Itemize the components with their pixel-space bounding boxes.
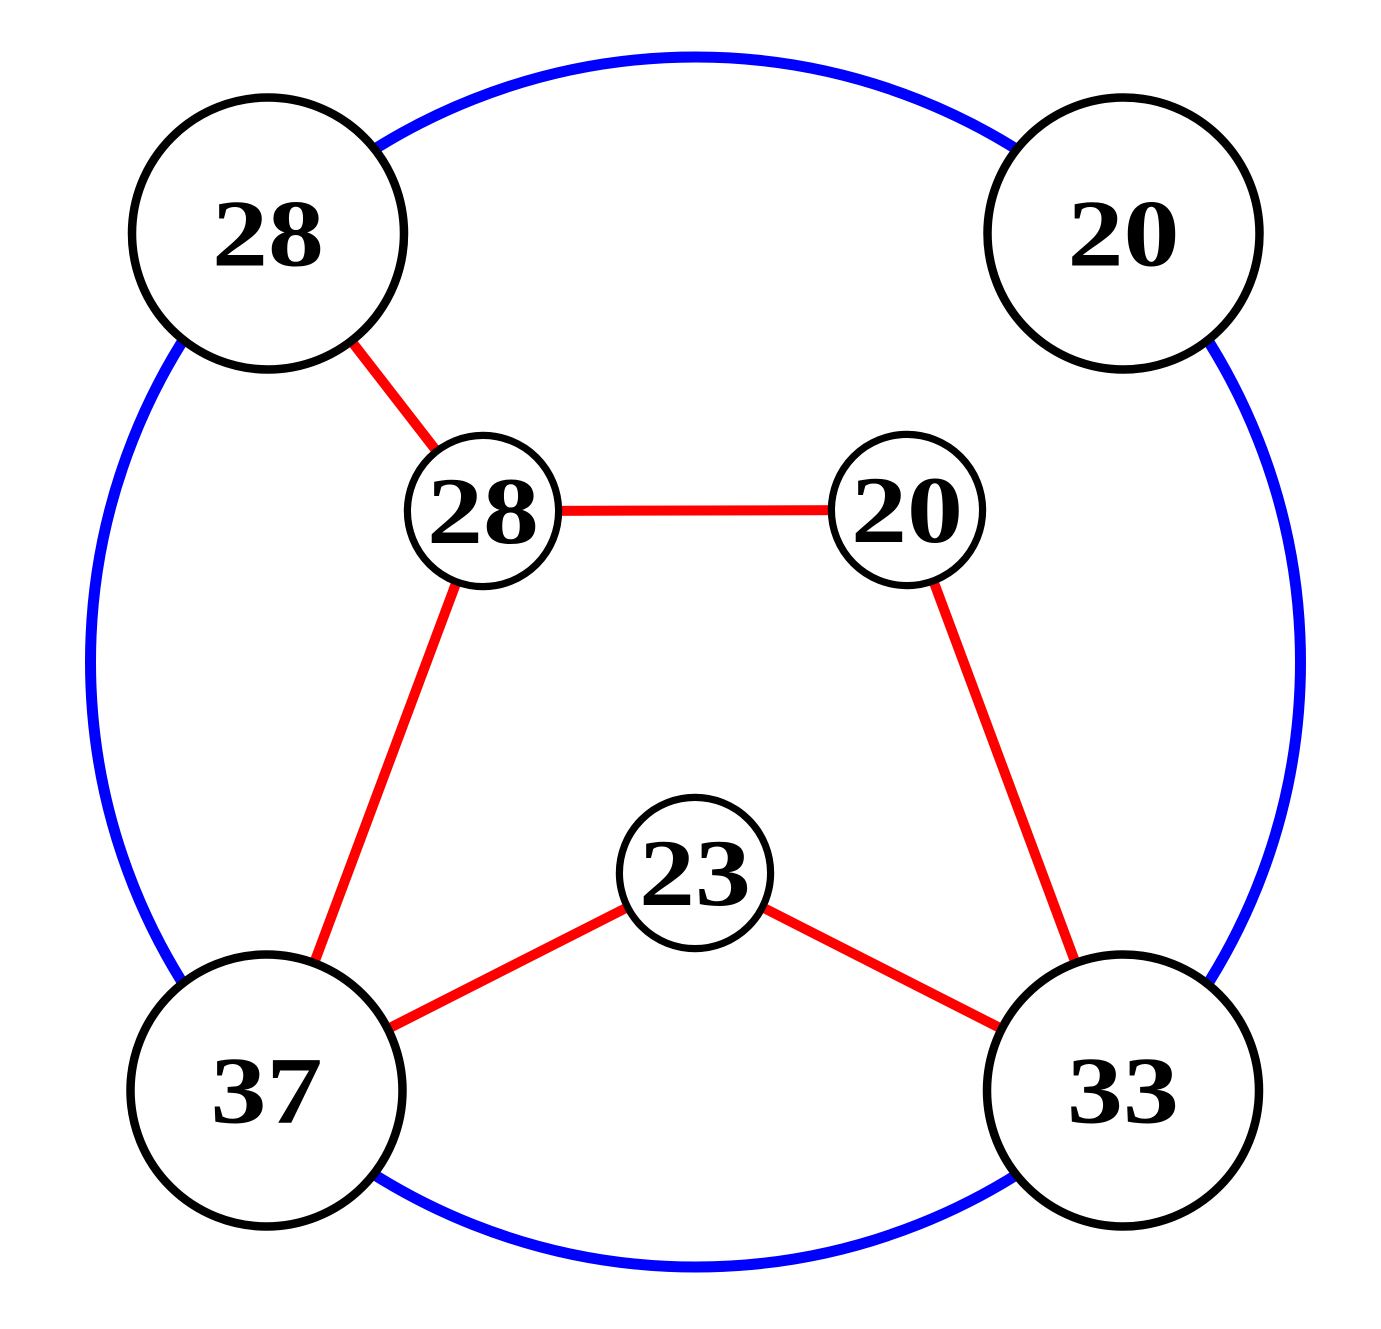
svg-text:28: 28 bbox=[427, 458, 539, 564]
svg-text:20: 20 bbox=[851, 457, 963, 563]
svg-text:20: 20 bbox=[1068, 181, 1180, 287]
svg-text:33: 33 bbox=[1067, 1038, 1179, 1144]
svg-text:28: 28 bbox=[212, 181, 324, 287]
svg-text:37: 37 bbox=[211, 1038, 323, 1144]
svg-text:23: 23 bbox=[639, 820, 751, 926]
